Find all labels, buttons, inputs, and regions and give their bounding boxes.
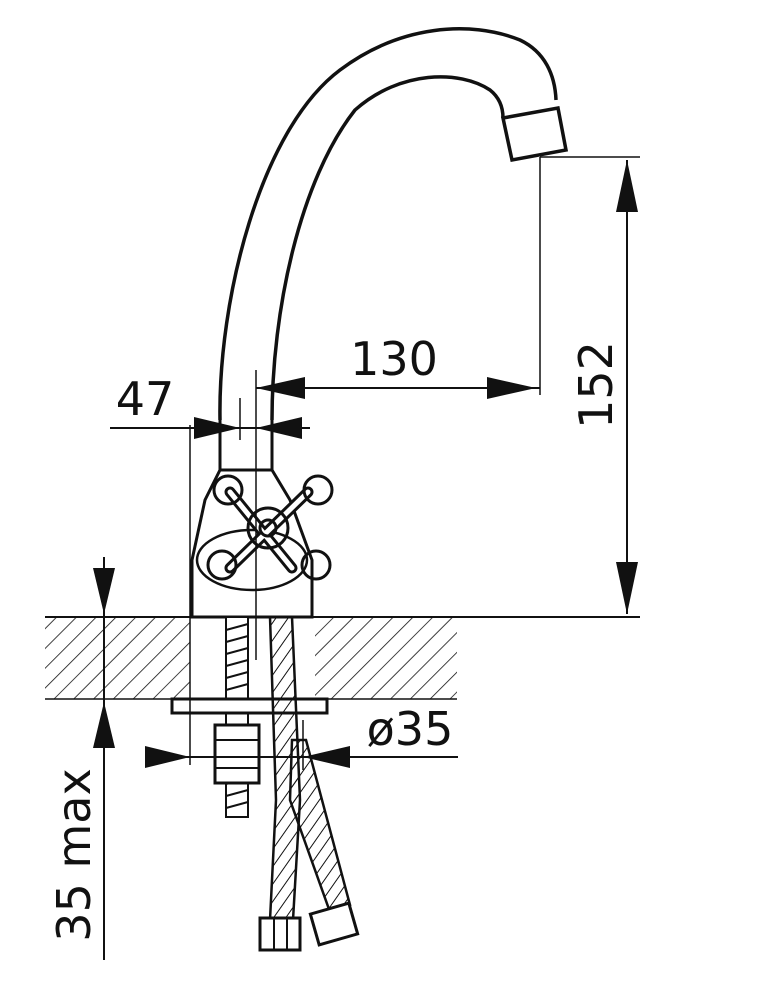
dimension-35-max: [93, 557, 115, 960]
label-35-max: 35 max: [47, 768, 101, 941]
mounting-plate: [170, 697, 329, 715]
cross-handle-icon: [206, 474, 334, 581]
spout: [218, 27, 558, 421]
dimension-47: [110, 370, 310, 765]
dimension-diameter-35: [145, 720, 458, 770]
dimension-152: [539, 156, 640, 614]
dimension-130: [256, 377, 540, 399]
label-130: 130: [350, 332, 438, 386]
mounting-stud: [225, 616, 249, 818]
label-152: 152: [569, 341, 623, 429]
hex-nut-icon: [258, 901, 360, 952]
countertop-section: [45, 616, 640, 700]
label-47: 47: [116, 372, 175, 426]
mounting-nut: [213, 723, 261, 785]
aerator-icon: [500, 105, 569, 163]
label-diameter-35: ø35: [367, 702, 454, 756]
